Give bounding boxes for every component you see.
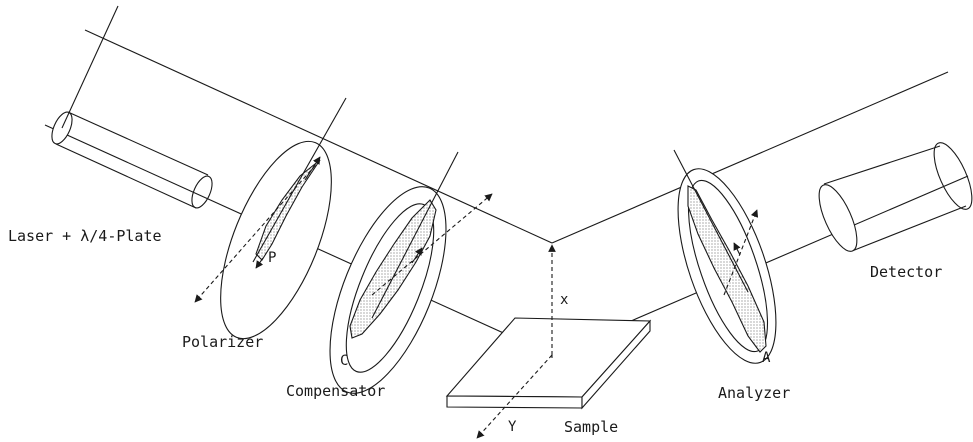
- polarizer: [194, 97, 347, 340]
- analyzer-shaded-region: [687, 185, 767, 353]
- analyzer-angle-label: A: [762, 350, 771, 366]
- sample-axes: [476, 244, 556, 439]
- reflected-beam-upper-edge: [551, 71, 949, 244]
- polarizer-shaded-region: [255, 159, 321, 261]
- sample-plate: [445, 317, 652, 410]
- laser-label: Laser + λ/4-Plate: [8, 227, 162, 245]
- sample-label: Sample: [564, 418, 618, 436]
- polarizer-angle-label: P: [268, 250, 276, 266]
- analyzer-label: Analyzer: [718, 384, 790, 402]
- axis-x-label: x: [560, 292, 568, 308]
- analyzer: [673, 149, 777, 364]
- laser-cylinder: [51, 5, 213, 209]
- compensator-label: Compensator: [286, 382, 385, 400]
- analyzer-axis-arrow: [723, 209, 759, 296]
- compensator: [329, 151, 493, 394]
- compensator-shaded-region: [349, 199, 437, 339]
- compensator-angle-label: C: [340, 353, 348, 369]
- axis-y-arrow: [476, 354, 553, 439]
- polarizer-label: Polarizer: [182, 333, 263, 351]
- detector-cylinder: [818, 142, 973, 252]
- polarizer-axis-arrow: [194, 159, 321, 303]
- incident-beam-upper-edge: [84, 29, 553, 244]
- axis-y-label: Y: [508, 419, 517, 435]
- compensator-axis-arrow: [371, 193, 493, 296]
- detector-label: Detector: [870, 263, 942, 281]
